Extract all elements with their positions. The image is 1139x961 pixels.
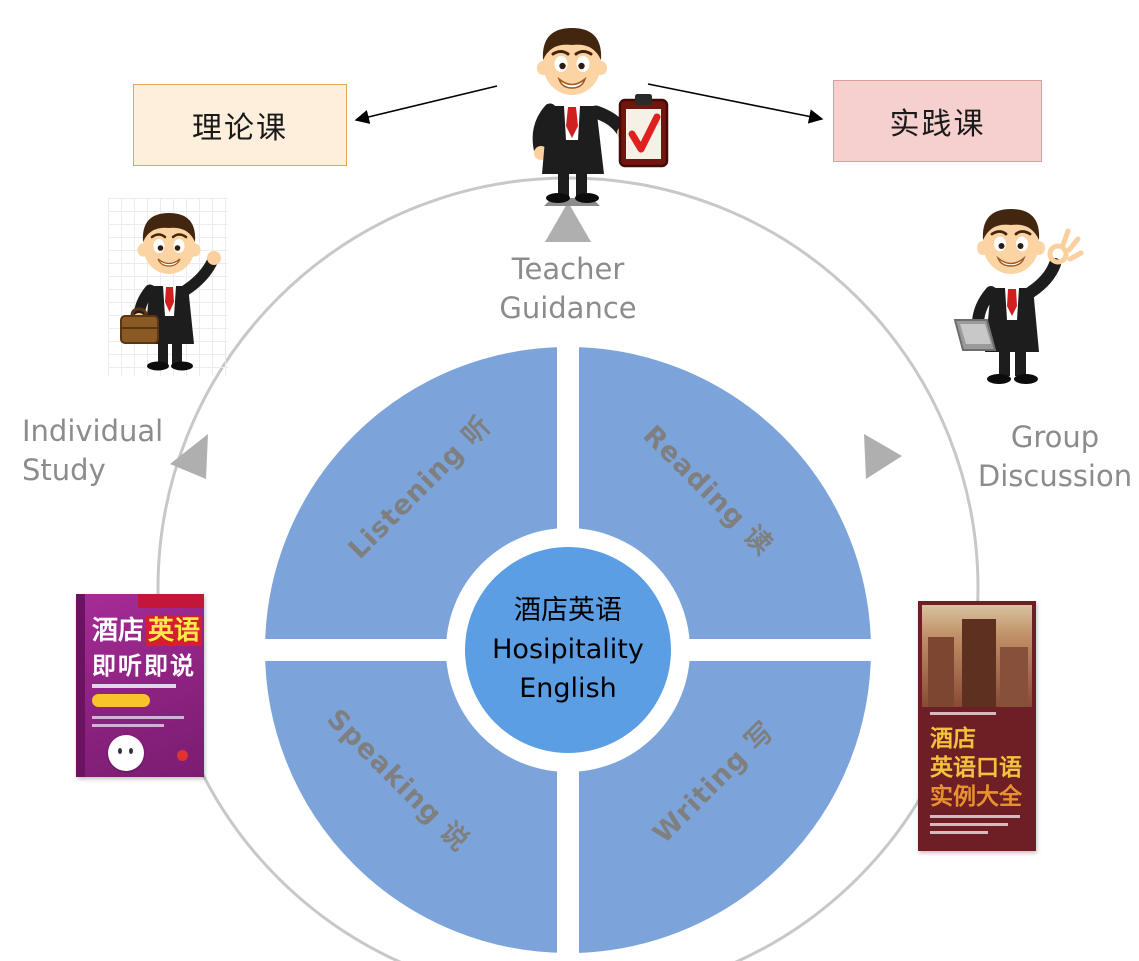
arrow-left: [354, 85, 498, 124]
group-discussion-line1: Group: [1010, 420, 1100, 454]
book-right-title-line1: 酒店: [930, 726, 976, 752]
book-left-spine: [76, 594, 85, 777]
group-discussion-label: Group Discussion: [972, 418, 1138, 496]
book-right-textbar: [930, 712, 996, 715]
book-right-title-line2: 英语口语: [930, 755, 1022, 781]
center-label: 酒店英语 Hosipitality English: [448, 591, 688, 708]
center-circle: [465, 547, 671, 753]
individual-study-line2: Study: [22, 453, 106, 487]
practice-class-label: 实践课: [889, 107, 986, 142]
center-label-en1: Hosipitality: [492, 634, 644, 665]
marker-left-icon: [170, 434, 208, 479]
book-left-cover: 酒店英语 即听即说: [76, 594, 204, 777]
individual-study-label: Individual Study: [22, 412, 197, 490]
theory-class-label: 理论课: [192, 111, 288, 146]
book-right-textbar: [930, 823, 1008, 826]
teacher-guidance-line2: Guidance: [499, 291, 637, 325]
book-right-photo: [922, 605, 1032, 707]
center-label-en2: English: [519, 673, 617, 704]
book-left-textbar: [92, 716, 184, 719]
book-left-title-main: 酒店: [92, 616, 145, 646]
laptop-icon: [953, 319, 997, 351]
marker-right-icon: [864, 434, 902, 479]
center-label-cn: 酒店英语: [514, 595, 622, 626]
book-left-badge: [92, 694, 150, 707]
teacher-guidance-label: Teacher Guidance: [448, 250, 688, 328]
book-right-textbar: [930, 831, 988, 834]
book-left-red-dot: [177, 750, 188, 761]
ok-hand-icon: [1047, 228, 1084, 265]
businessman-laptop-icon: [953, 209, 1084, 384]
book-left-title-accent: 英语: [146, 616, 203, 646]
book-left-banner: [138, 594, 204, 608]
book-right-cover: 酒店 英语口语 实例大全: [918, 601, 1036, 851]
book-right-title-line3: 实例大全: [930, 784, 1022, 810]
marker-top-icon: [545, 202, 591, 242]
teacher-with-clipboard-icon: [532, 28, 669, 206]
briefcase-icon: [120, 307, 159, 344]
group-discussion-line2: Discussion: [977, 459, 1133, 493]
clipboard-check-icon: [618, 94, 669, 168]
teacher-figure: [492, 14, 677, 206]
book-left-textbar: [92, 684, 176, 688]
businessman-briefcase-icon: [120, 213, 221, 371]
businessman-left-figure: [108, 198, 228, 376]
practice-class-box: 实践课: [833, 80, 1042, 162]
book-right-textbar: [930, 815, 1020, 818]
book-left-subtitle: 即听即说: [92, 652, 196, 680]
theory-class-box: 理论课: [133, 84, 347, 166]
teacher-guidance-line1: Teacher: [511, 252, 625, 286]
arrow-right: [647, 83, 824, 124]
individual-study-line1: Individual: [22, 414, 164, 448]
businessman-right-figure: [945, 192, 1085, 397]
book-left-textbar: [92, 724, 164, 727]
book-left-title: 酒店英语: [92, 610, 203, 647]
book-left-mascot-icon: [108, 735, 144, 771]
